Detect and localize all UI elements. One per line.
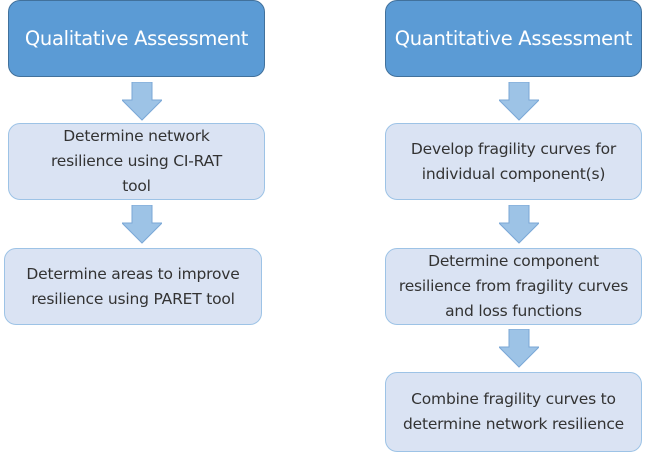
- qualitative-assessment-title: Qualitative Assessment: [24, 27, 249, 50]
- left-step-2-text: Determine areas to improve resilience us…: [26, 264, 240, 308]
- quantitative-assessment-title: Quantitative Assessment: [394, 27, 633, 50]
- quantitative-assessment-header: Quantitative Assessment: [385, 0, 642, 77]
- right-step-2: Determine component resilience from frag…: [385, 248, 642, 325]
- down-arrow-icon: [499, 82, 539, 122]
- right-step-3: Combine fragility curves to determine ne…: [385, 372, 642, 452]
- left-step-2: Determine areas to improve resilience us…: [4, 248, 262, 325]
- right-step-3-text: Combine fragility curves to determine ne…: [402, 390, 625, 433]
- qualitative-assessment-header: Qualitative Assessment: [8, 0, 265, 77]
- right-step-1: Develop fragility curves for individual …: [385, 123, 642, 200]
- right-step-2-text: Determine component resilience from frag…: [398, 252, 629, 320]
- down-arrow-icon: [499, 329, 539, 369]
- down-arrow-icon: [122, 82, 162, 122]
- left-step-1: Determine network resilience using CI-RA…: [8, 123, 265, 200]
- down-arrow-icon: [499, 205, 539, 245]
- down-arrow-icon: [122, 205, 162, 245]
- left-step-1-text: Determine network resilience using CI-RA…: [50, 127, 223, 195]
- right-step-1-text: Develop fragility curves for individual …: [410, 139, 617, 183]
